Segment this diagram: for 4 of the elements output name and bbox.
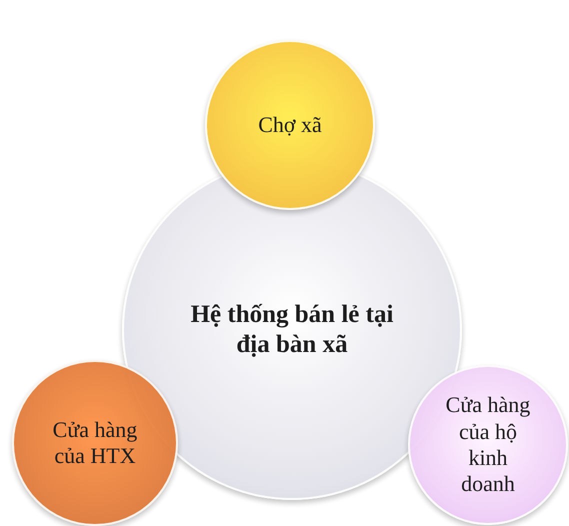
circle-label: Chợ xã bbox=[258, 112, 322, 138]
circle-label: Cửa hàng của hộ kinh doanh bbox=[444, 392, 532, 498]
circle-label: Cửa hàng của HTX bbox=[52, 416, 138, 470]
circle-label: Hệ thống bán lẻ tại địa bàn xã bbox=[190, 300, 394, 360]
